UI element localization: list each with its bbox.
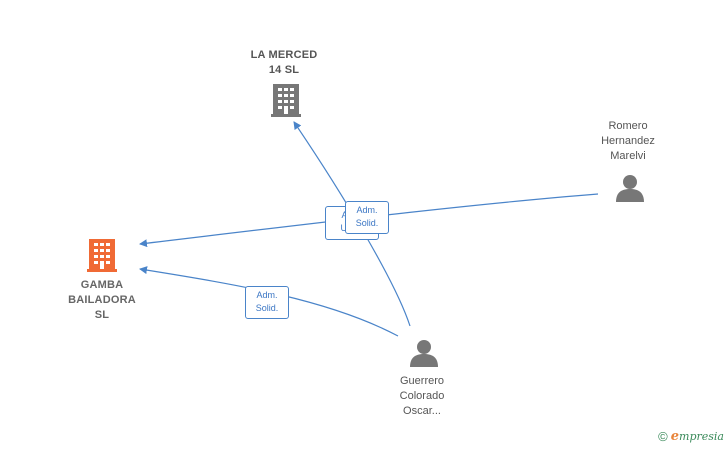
node-label-line: SL [94,309,110,321]
node-label-line: Hernandez [601,135,655,147]
node-label-line: Marelvi [610,150,646,162]
node-label-la-merced[interactable]: LA MERCED 14 SL [234,48,334,78]
copyright-icon: © [658,429,668,444]
node-label-line: 14 SL [268,64,300,76]
node-label-guerrero[interactable]: Guerrero Colorado Oscar... [372,374,472,419]
node-label-gamba-bailadora[interactable]: GAMBA BAILADORA SL [52,278,152,323]
edge-label-adm-solid-romero[interactable]: Adm. Solid. [345,201,389,234]
edge-label-line: Solid. [355,218,379,228]
building-icon [271,84,301,117]
node-label-line: Oscar... [403,405,441,417]
edge-label-line: Adm. [356,205,378,215]
node-label-line: GAMBA [80,279,124,291]
node-label-line: LA MERCED [250,49,318,61]
edge-label-adm-solid-guerrero[interactable]: Adm. Solid. [245,286,289,319]
brand-logo-text: mpresia [679,430,724,443]
brand-logo-e: e [670,429,680,444]
building-icon [87,239,117,272]
node-label-line: BAILADORA [68,294,136,306]
brand-logo[interactable]: © empresia [658,429,724,444]
edge-label-line: Solid. [255,303,279,313]
node-label-romero[interactable]: Romero Hernandez Marelvi [578,119,678,164]
person-icon [616,175,644,202]
node-label-line: Guerrero [399,375,445,387]
node-label-line: Romero [608,120,648,132]
node-label-line: Colorado [399,390,445,402]
edge-label-line: Adm. [256,290,278,300]
person-icon [410,340,438,367]
